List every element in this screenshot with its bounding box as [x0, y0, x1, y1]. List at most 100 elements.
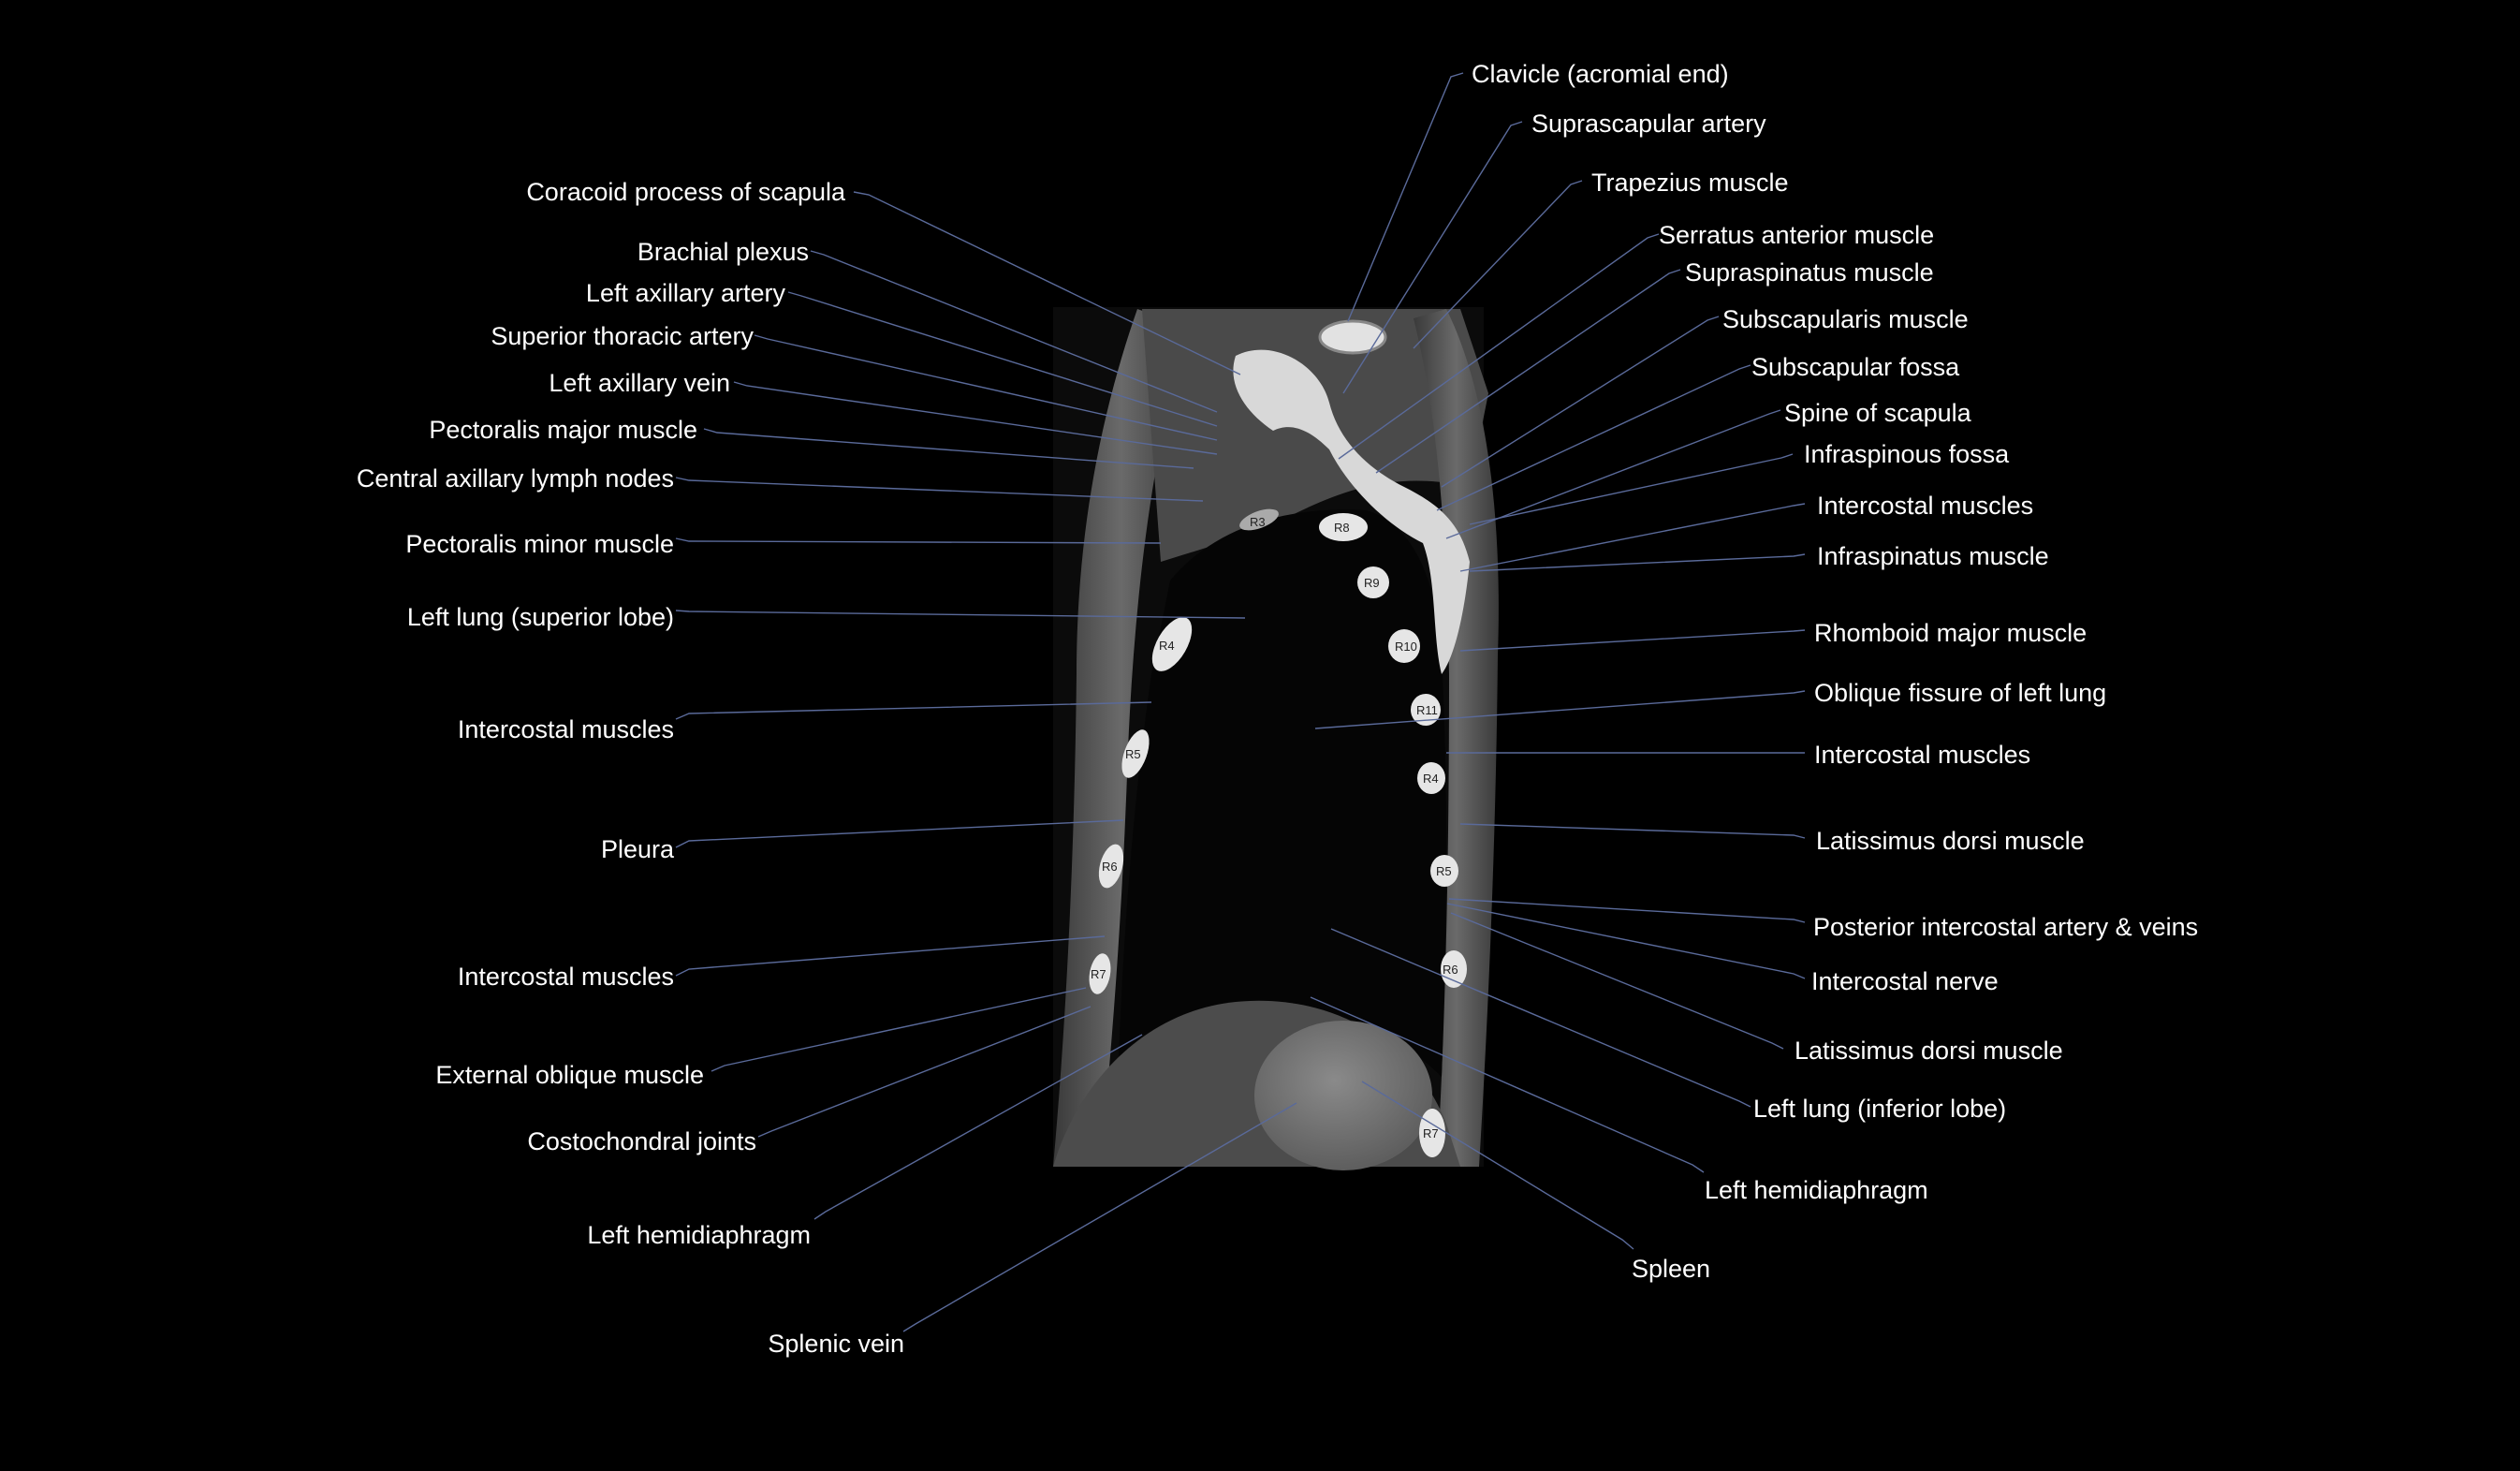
- leader-line: [1347, 72, 1464, 322]
- leader-line: [1314, 690, 1806, 729]
- rib-label: R6: [1443, 963, 1458, 977]
- leader-line: [754, 334, 1218, 441]
- rib-bone: [1357, 566, 1389, 598]
- label-pectoralis-minor: Pectoralis minor muscle: [405, 530, 674, 558]
- rib-label: R11: [1416, 703, 1438, 717]
- label-infraspinatus: Infraspinatus muscle: [1817, 542, 2049, 570]
- leader-line: [1448, 898, 1806, 923]
- posterior-chest-wall: [1414, 309, 1499, 1167]
- label-left-hemidiaphragm-posterior: Left hemidiaphragm: [1705, 1176, 1928, 1204]
- leader-line: [1450, 912, 1784, 1050]
- leader-line: [1375, 269, 1681, 474]
- rib-label: R8: [1334, 521, 1350, 535]
- label-serratus-anterior: Serratus anterior muscle: [1659, 221, 1934, 249]
- label-intercostal-nerve: Intercostal nerve: [1811, 967, 1999, 995]
- spleen-organ: [1254, 1021, 1432, 1170]
- leader-line: [810, 250, 1218, 413]
- rib-label: R5: [1125, 747, 1141, 761]
- leader-line: [1445, 409, 1781, 539]
- label-posterior-intercostal-artery-veins: Posterior intercostal artery & veins: [1813, 913, 2198, 941]
- label-spine-of-scapula: Spine of scapula: [1784, 399, 1972, 427]
- rib-bone: [1098, 844, 1124, 889]
- label-subscapular-fossa: Subscapular fossa: [1751, 353, 1960, 381]
- rib-label: R10: [1395, 640, 1417, 654]
- leader-line: [675, 819, 1124, 848]
- leader-line: [711, 987, 1087, 1072]
- rib-label: R9: [1364, 576, 1380, 590]
- leader-line: [1338, 233, 1660, 460]
- leader-line: [1469, 453, 1794, 525]
- label-intercostal-muscles-anterior-upper: Intercostal muscles: [458, 715, 674, 743]
- leader-line: [675, 701, 1152, 720]
- label-left-axillary-artery: Left axillary artery: [586, 279, 786, 307]
- leader-line: [1361, 1081, 1634, 1250]
- label-rhomboid-major: Rhomboid major muscle: [1814, 619, 2087, 647]
- leader-line: [703, 428, 1194, 469]
- rib-bone: [1239, 508, 1279, 531]
- leader-line: [1310, 996, 1705, 1173]
- leader-line: [1459, 823, 1806, 839]
- leader-line: [733, 381, 1218, 455]
- label-left-axillary-vein: Left axillary vein: [549, 369, 730, 397]
- rib-bone: [1151, 617, 1193, 671]
- rib-label: R5: [1436, 864, 1452, 878]
- left-lung-field: [1119, 509, 1446, 1077]
- label-subscapularis: Subscapularis muscle: [1722, 305, 1969, 333]
- label-intercostal-muscles-posterior-middle: Intercostal muscles: [1814, 741, 2030, 769]
- label-spleen: Spleen: [1632, 1255, 1710, 1283]
- leader-line: [1413, 180, 1583, 349]
- rib-label: R4: [1423, 772, 1439, 786]
- label-supraspinatus: Supraspinatus muscle: [1685, 258, 1934, 287]
- leader-line: [787, 291, 1218, 427]
- label-infraspinous-fossa: Infraspinous fossa: [1804, 440, 2010, 468]
- leader-lines: [675, 72, 1806, 1332]
- leader-line: [1446, 903, 1806, 979]
- rib-bone: [1411, 694, 1441, 726]
- label-clavicle: Clavicle (acromial end): [1472, 60, 1729, 88]
- leader-line: [1441, 316, 1720, 488]
- label-coracoid-process: Coracoid process of scapula: [526, 178, 846, 206]
- ct-scan-image: R3 R4 R5 R6 R7 R8 R9 R10 R11 R4 R5 R6 R7: [1053, 307, 1499, 1170]
- left-labels: Coracoid process of scapula Brachial ple…: [357, 178, 904, 1358]
- label-splenic-vein: Splenic vein: [768, 1330, 904, 1358]
- leader-line: [675, 610, 1246, 619]
- leader-line: [1342, 121, 1523, 394]
- label-oblique-fissure: Oblique fissure of left lung: [1814, 679, 2106, 707]
- label-superior-thoracic-artery: Superior thoracic artery: [491, 322, 754, 350]
- label-left-lung-superior-lobe: Left lung (superior lobe): [407, 603, 674, 631]
- rib-label: R7: [1423, 1126, 1439, 1140]
- rib-label: R3: [1250, 515, 1266, 529]
- rib-bone: [1121, 729, 1150, 778]
- label-intercostal-muscles-anterior-lower: Intercostal muscles: [458, 963, 674, 991]
- label-central-axillary-lymph-nodes: Central axillary lymph nodes: [357, 464, 674, 493]
- leader-line: [757, 1006, 1092, 1138]
- leader-line: [1469, 553, 1806, 572]
- leader-line: [1330, 928, 1751, 1108]
- scapula-bone: [1233, 349, 1470, 674]
- label-intercostal-muscles-posterior-upper: Intercostal muscles: [1817, 492, 2033, 520]
- leader-line: [675, 935, 1106, 977]
- leader-line: [813, 1034, 1143, 1220]
- rib-label: R6: [1102, 860, 1118, 874]
- rib-bone: [1388, 629, 1420, 663]
- anterior-chest-wall: [1053, 309, 1189, 1167]
- rib-label: R4: [1159, 639, 1175, 653]
- leader-line: [675, 537, 1162, 544]
- label-left-hemidiaphragm-anterior: Left hemidiaphragm: [587, 1221, 811, 1249]
- leader-line: [675, 477, 1204, 502]
- leader-line: [1436, 364, 1751, 511]
- rib-bone: [1319, 513, 1368, 541]
- rib-bone: [1430, 855, 1458, 887]
- rib-bone: [1089, 953, 1111, 994]
- leader-line: [1459, 503, 1806, 572]
- label-costochondral-joints: Costochondral joints: [527, 1127, 756, 1155]
- leader-line: [1459, 629, 1806, 652]
- label-latissimus-dorsi-upper: Latissimus dorsi muscle: [1816, 827, 2085, 855]
- label-pleura: Pleura: [601, 835, 675, 863]
- leader-line: [853, 191, 1241, 375]
- right-labels: Clavicle (acromial end) Suprascapular ar…: [1472, 60, 2198, 1283]
- label-latissimus-dorsi-lower: Latissimus dorsi muscle: [1795, 1037, 2063, 1065]
- rib-bone: [1417, 762, 1445, 794]
- label-brachial-plexus: Brachial plexus: [637, 238, 809, 266]
